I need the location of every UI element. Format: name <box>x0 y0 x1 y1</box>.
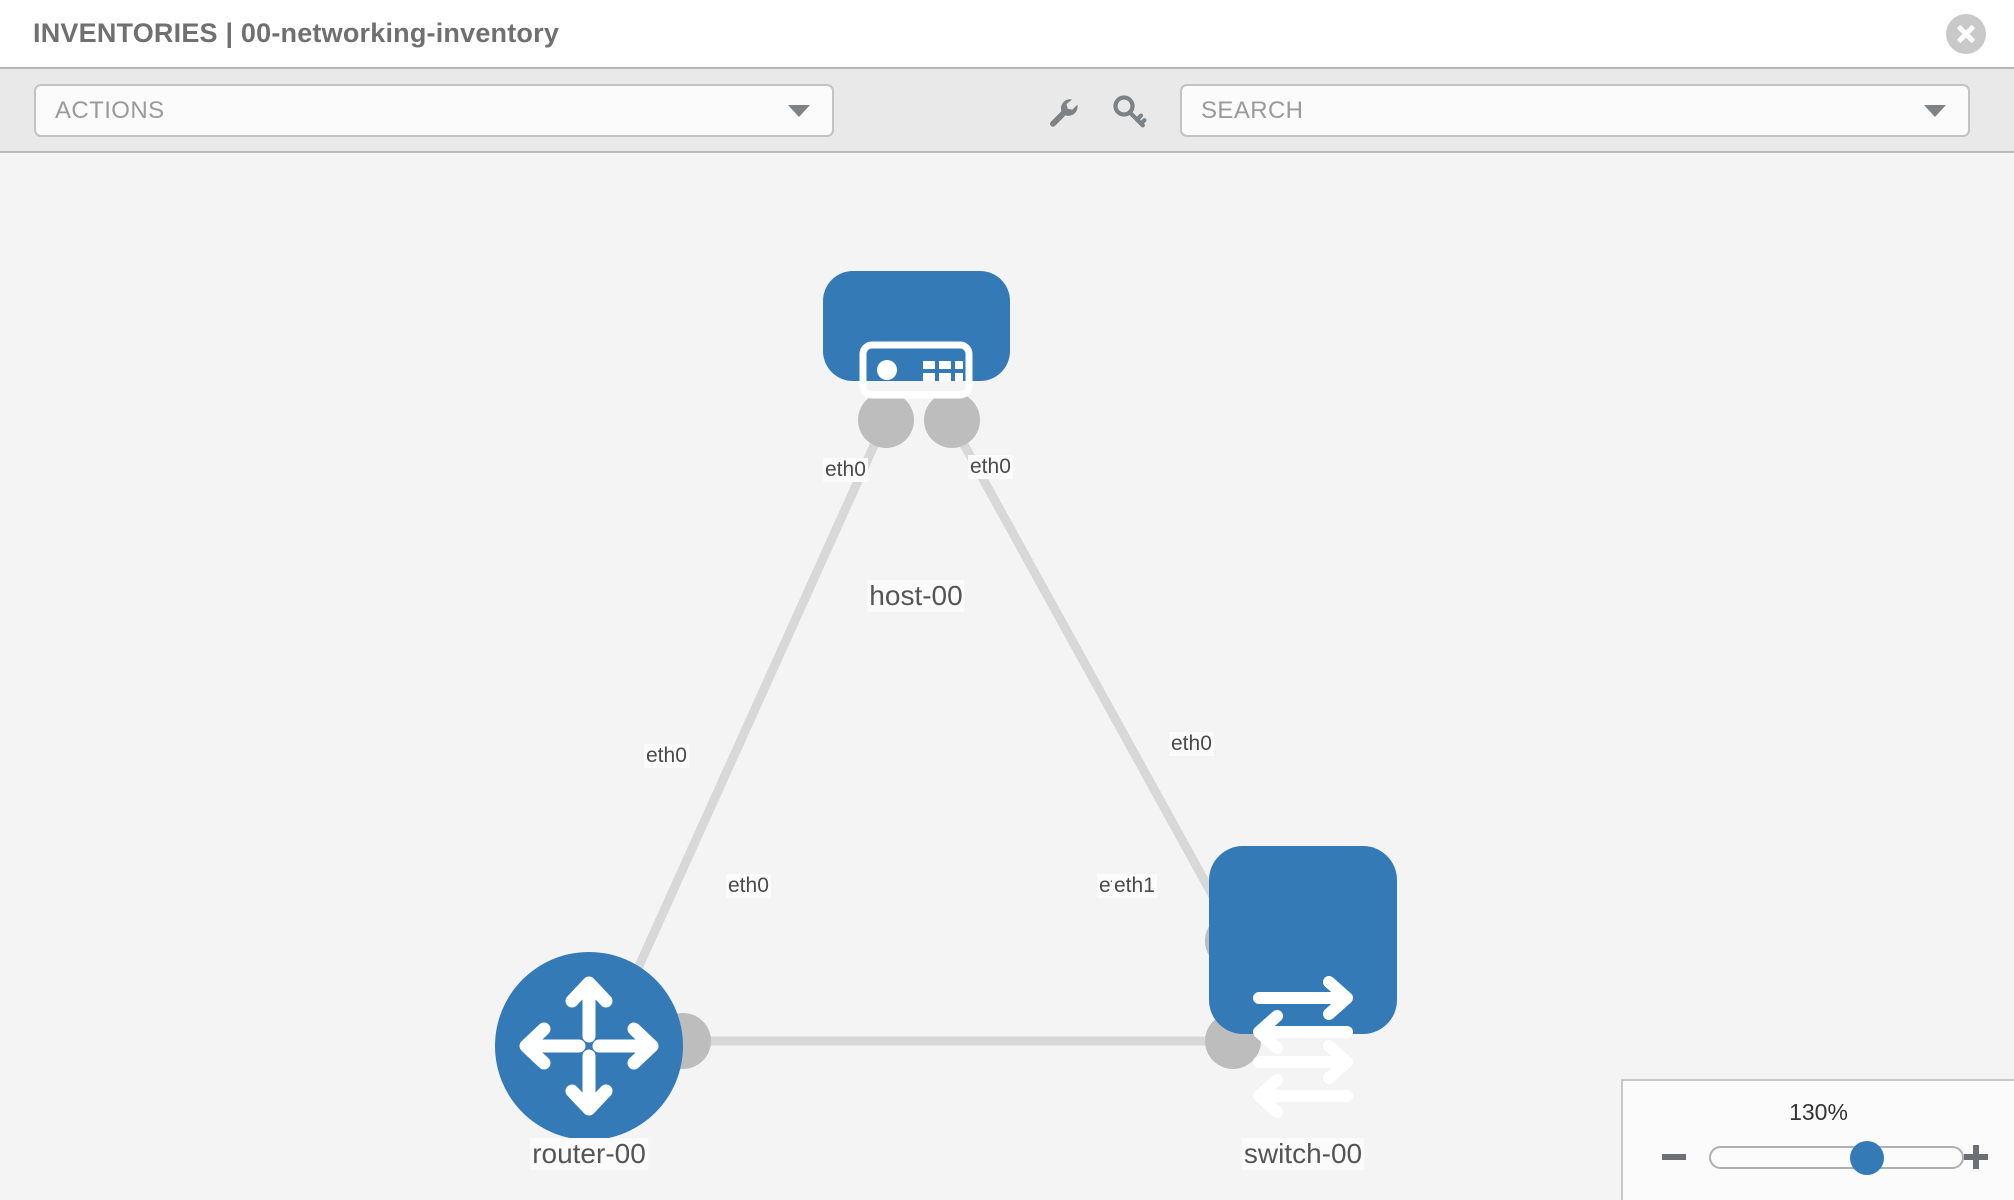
window-header: INVENTORIES | 00-networking-inventory <box>0 0 2014 69</box>
zoom-control-panel: 130% <box>1621 1079 2014 1200</box>
node-host-00-body[interactable] <box>823 271 1010 381</box>
plus-icon[interactable] <box>1960 1141 1992 1173</box>
node-label-host-00: host-00 <box>867 580 965 612</box>
node-router-00[interactable] <box>495 952 683 1140</box>
node-label-router-00: router-00 <box>530 1138 648 1170</box>
key-icon[interactable] <box>1110 91 1150 131</box>
edge-label-router-eth0-up: eth0 <box>644 744 689 768</box>
edge-label-host-eth0-right: eth0 <box>968 455 1013 479</box>
link-host-router[interactable] <box>611 408 895 1019</box>
topology-links <box>611 407 1266 1046</box>
minus-icon[interactable] <box>1658 1141 1690 1173</box>
chevron-down-icon <box>788 104 810 117</box>
port-host-eth0-left[interactable] <box>858 392 914 448</box>
node-router-00-body[interactable] <box>495 952 683 1140</box>
topology-graph <box>495 271 1397 1140</box>
zoom-slider[interactable] <box>1709 1140 1964 1175</box>
port-host-eth0-right[interactable] <box>924 392 980 448</box>
node-host-00[interactable] <box>823 271 1010 399</box>
page-title: INVENTORIES | 00-networking-inventory <box>33 18 560 48</box>
edge-label-switch-eth1-mid: eth1 <box>1112 874 1157 898</box>
chevron-down-icon <box>1924 104 1946 117</box>
toolbar: ACTIONS SEARCH <box>0 69 2014 153</box>
zoom-slider-thumb[interactable] <box>1849 1140 1884 1175</box>
actions-dropdown-label: ACTIONS <box>55 96 165 124</box>
server-icon <box>859 341 973 399</box>
close-icon[interactable] <box>1946 14 1986 54</box>
actions-dropdown[interactable]: ACTIONS <box>34 84 834 137</box>
node-switch-00-body[interactable] <box>1209 846 1397 1034</box>
node-label-switch-00: switch-00 <box>1241 1138 1365 1170</box>
topology-canvas[interactable]: eth0 eth0 eth0 eth0 eth0 eth0 eth1 host-… <box>0 155 2014 1200</box>
edge-label-router-eth0-mid: eth0 <box>726 874 771 898</box>
search-placeholder: SEARCH <box>1201 96 1304 124</box>
node-switch-00[interactable] <box>1209 846 1397 1118</box>
edge-label-host-eth0-left: eth0 <box>823 458 868 482</box>
edge-label-switch-eth0-up: eth0 <box>1169 732 1214 756</box>
search-input[interactable]: SEARCH <box>1180 84 1970 137</box>
switch-arrows-icon <box>1253 976 1353 1118</box>
zoom-level-value: 130% <box>1789 1099 1848 1125</box>
router-arrows-icon <box>519 976 659 1116</box>
wrench-icon[interactable] <box>1042 91 1082 131</box>
